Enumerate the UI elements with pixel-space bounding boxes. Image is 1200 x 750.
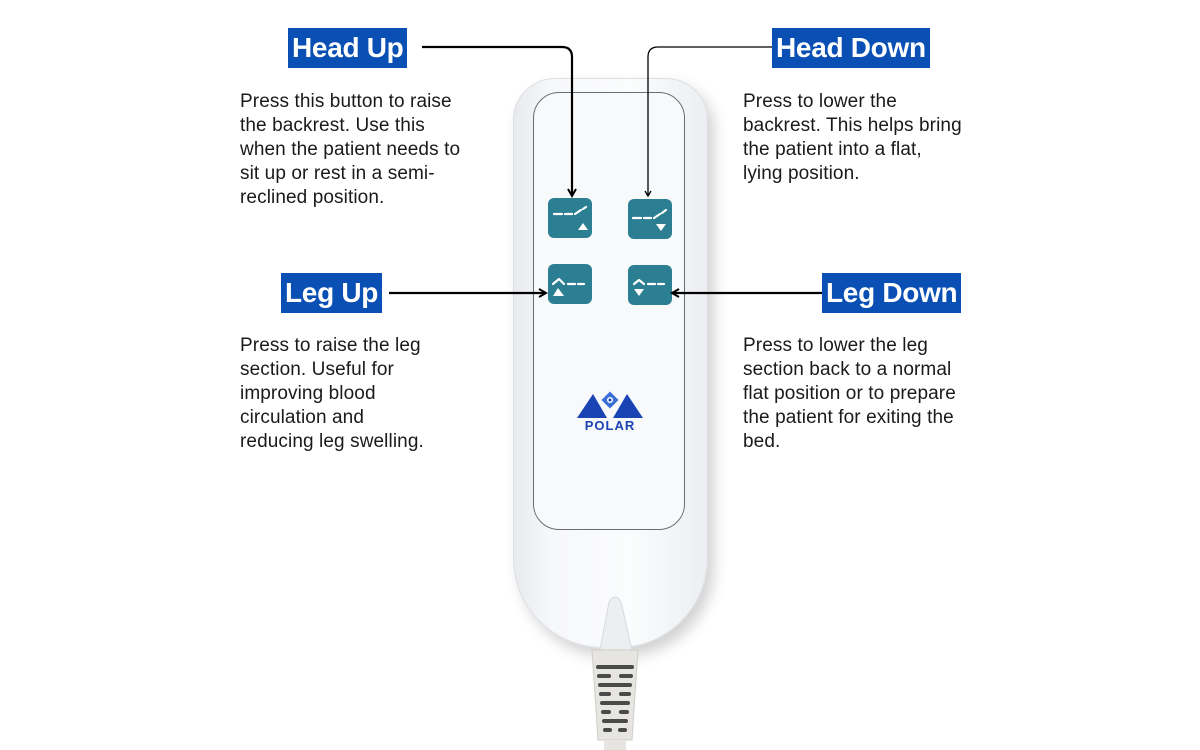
- description-line: section back to a normal: [743, 359, 952, 380]
- head-down-arrow: [644, 46, 772, 198]
- mountain-logo-icon: [577, 391, 643, 418]
- leg-down-description: Press to lower the leg section back to a…: [743, 334, 956, 454]
- description-line: reducing leg swelling.: [240, 431, 424, 452]
- leg-up-label: Leg Up: [281, 273, 383, 313]
- leg-up-description: Press to raise the leg section. Useful f…: [240, 334, 424, 454]
- description-line: Press to raise the leg: [240, 335, 421, 356]
- leg-raise-up-icon: [551, 277, 586, 296]
- description-line: Press to lower the: [743, 91, 897, 112]
- description-line: the patient into a flat,: [743, 139, 922, 160]
- description-line: section. Useful for: [240, 359, 394, 380]
- head-down-description: Press to lower the backrest. This helps …: [743, 90, 962, 186]
- head-down-label: Head Down: [772, 28, 930, 68]
- description-line: backrest. This helps bring: [743, 115, 962, 136]
- description-line: the patient for exiting the: [743, 407, 954, 428]
- description-line: sit up or rest in a semi-: [240, 163, 435, 184]
- cord-strain-relief: [591, 596, 639, 750]
- polar-logo: POLAR: [575, 390, 645, 436]
- description-line: reclined position.: [240, 187, 385, 208]
- head-down-button[interactable]: [628, 199, 672, 239]
- description-line: flat position or to prepare: [743, 383, 956, 404]
- description-line: when the patient needs to: [240, 139, 461, 160]
- head-up-description: Press this button to raise the backrest.…: [240, 90, 460, 210]
- head-up-label: Head Up: [288, 28, 408, 68]
- description-line: the backrest. Use this: [240, 115, 425, 136]
- description-line: Press to lower the leg: [743, 335, 928, 356]
- description-line: lying position.: [743, 163, 860, 184]
- brand-name: POLAR: [584, 418, 636, 433]
- leg-up-button[interactable]: [548, 264, 592, 304]
- leg-lower-down-icon: [632, 278, 666, 296]
- head-up-arrow: [422, 45, 572, 196]
- remote-button-panel: [533, 92, 685, 530]
- description-line: circulation and: [240, 407, 365, 428]
- description-line: Press this button to raise: [240, 91, 452, 112]
- description-line: improving blood: [240, 383, 376, 404]
- leg-down-button[interactable]: [628, 265, 672, 305]
- head-up-button[interactable]: [548, 198, 592, 238]
- leg-down-label: Leg Down: [822, 273, 962, 313]
- backrest-up-icon: [552, 205, 588, 230]
- backrest-down-icon: [631, 208, 668, 231]
- description-line: bed.: [743, 431, 781, 452]
